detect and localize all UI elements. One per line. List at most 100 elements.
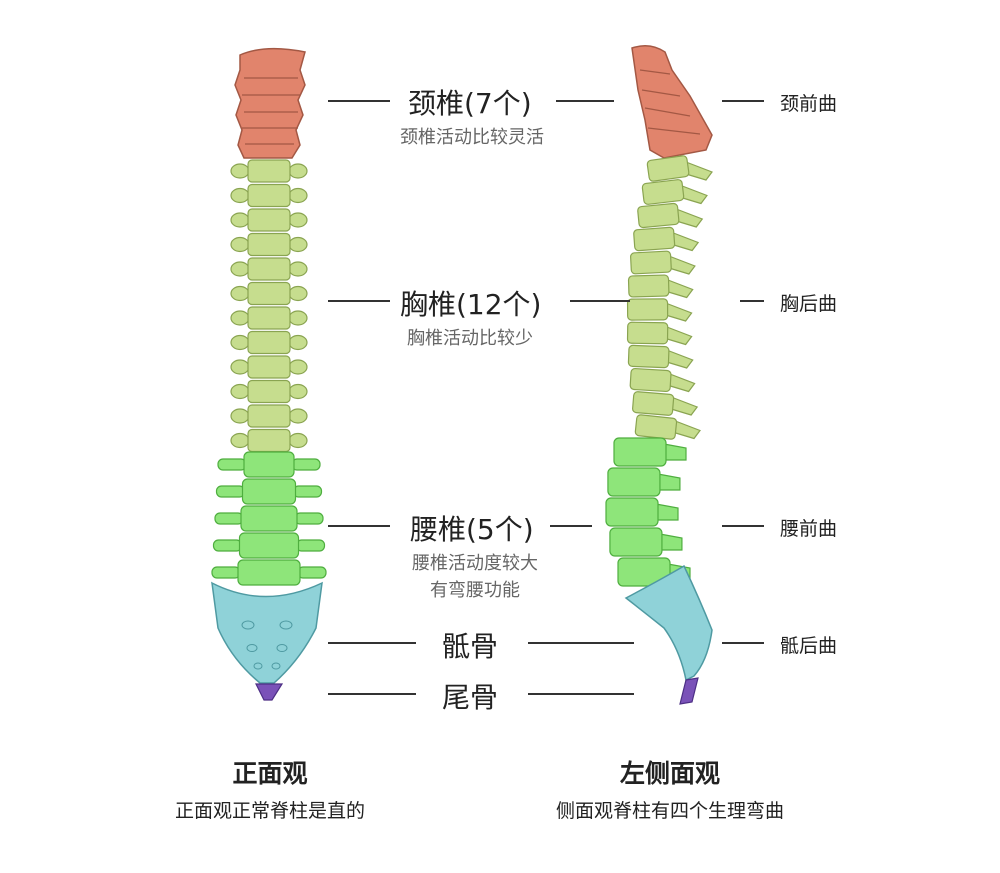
- transverse-process: [211, 566, 241, 579]
- vertebra: [247, 208, 291, 232]
- vertebra: [238, 532, 300, 559]
- leader-line: [550, 525, 592, 527]
- vertebra: [626, 321, 669, 345]
- transverse-process: [214, 512, 244, 525]
- front-view-subtitle: 正面观正常脊柱是直的: [174, 800, 365, 822]
- vertebra: [605, 497, 659, 527]
- leader-line: [328, 693, 416, 695]
- leader-line: [722, 525, 764, 527]
- transverse-process: [288, 212, 308, 228]
- leader-line: [328, 525, 390, 527]
- transverse-process: [230, 163, 250, 179]
- vertebra: [247, 404, 291, 428]
- vertebra: [247, 330, 291, 355]
- vertebra: [646, 155, 690, 182]
- coccyx-label: 尾骨: [442, 681, 499, 714]
- transverse-process: [230, 285, 250, 302]
- vertebra: [247, 428, 291, 453]
- spinous-process: [673, 419, 701, 440]
- vertebra: [247, 281, 291, 306]
- leader-line: [570, 300, 630, 302]
- cervical-curve-label: 颈前曲: [780, 93, 838, 115]
- sacrum-label: 骶骨: [442, 630, 499, 663]
- thoracic-note: 胸椎活动比较少: [407, 328, 533, 349]
- cervical-label: 颈椎(7个): [408, 87, 532, 120]
- transverse-process: [288, 285, 308, 302]
- transverse-process: [288, 383, 308, 400]
- leader-line: [328, 300, 390, 302]
- spinous-process: [666, 349, 694, 369]
- transverse-process: [217, 458, 247, 471]
- spinous-process: [685, 161, 713, 181]
- vertebra: [247, 159, 291, 183]
- vertebra: [633, 226, 676, 252]
- spinous-process: [665, 325, 693, 346]
- spinous-process: [680, 184, 708, 205]
- transverse-process: [288, 163, 308, 179]
- transverse-process: [230, 261, 250, 277]
- transverse-process: [230, 187, 250, 204]
- transverse-process: [297, 566, 327, 579]
- vertebra: [617, 557, 671, 587]
- leader-line: [328, 100, 390, 102]
- vertebra: [613, 437, 667, 467]
- spinous-process: [675, 208, 704, 228]
- transverse-process: [230, 212, 250, 228]
- spinous-process: [655, 503, 679, 521]
- vertebra: [607, 467, 661, 497]
- transverse-process: [288, 359, 308, 375]
- spinous-process: [666, 278, 694, 299]
- transverse-process: [230, 432, 250, 449]
- vertebra: [243, 451, 295, 478]
- vertebra: [641, 179, 685, 205]
- transverse-process: [230, 383, 250, 400]
- leader-line: [328, 642, 416, 644]
- spinous-process: [664, 302, 693, 322]
- spinous-process: [668, 372, 696, 393]
- transverse-process: [230, 236, 250, 253]
- transverse-process: [212, 539, 243, 552]
- side-cervical-vertebrae: [631, 45, 713, 159]
- lumbar-label: 腰椎(5个): [410, 513, 534, 546]
- vertebra: [237, 559, 301, 586]
- front-lumbar-vertebrae: [211, 451, 327, 586]
- vertebra: [627, 344, 670, 369]
- front-cervical-vertebrae: [234, 47, 306, 159]
- vertebra: [627, 274, 670, 298]
- front-sacrum: [211, 581, 323, 684]
- side-view-subtitle: 侧面观脊柱有四个生理弯曲: [555, 800, 784, 822]
- thoracic-label: 胸椎(12个): [400, 288, 542, 321]
- transverse-process: [288, 187, 308, 204]
- leader-line: [528, 642, 634, 644]
- thoracic-curve-label: 胸后曲: [780, 293, 838, 315]
- transverse-process: [288, 432, 308, 449]
- vertebra: [247, 355, 291, 379]
- front-view-title: 正面观: [232, 759, 308, 788]
- leader-line: [740, 300, 764, 302]
- vertebra: [247, 183, 291, 208]
- vertebra: [241, 478, 297, 505]
- leader-line: [722, 100, 764, 102]
- vertebra: [630, 250, 672, 275]
- vertebra: [240, 505, 298, 532]
- cervical-note: 颈椎活动比较灵活: [400, 127, 544, 148]
- side-sacrum: [624, 564, 713, 682]
- side-lumbar-vertebrae: [605, 437, 691, 587]
- front-coccyx: [255, 683, 284, 701]
- vertebra: [609, 527, 663, 557]
- spinous-process: [671, 231, 700, 252]
- spinous-process: [657, 473, 681, 491]
- transverse-process: [288, 310, 308, 326]
- transverse-process: [230, 408, 250, 424]
- transverse-process: [295, 539, 326, 552]
- lumbar-curve-label: 腰前曲: [780, 518, 838, 540]
- vertebra: [247, 232, 291, 257]
- transverse-process: [230, 334, 250, 351]
- transverse-process: [292, 485, 323, 498]
- spinous-process: [659, 533, 683, 551]
- vertebra: [632, 391, 675, 416]
- transverse-process: [288, 334, 308, 351]
- transverse-process: [230, 310, 250, 326]
